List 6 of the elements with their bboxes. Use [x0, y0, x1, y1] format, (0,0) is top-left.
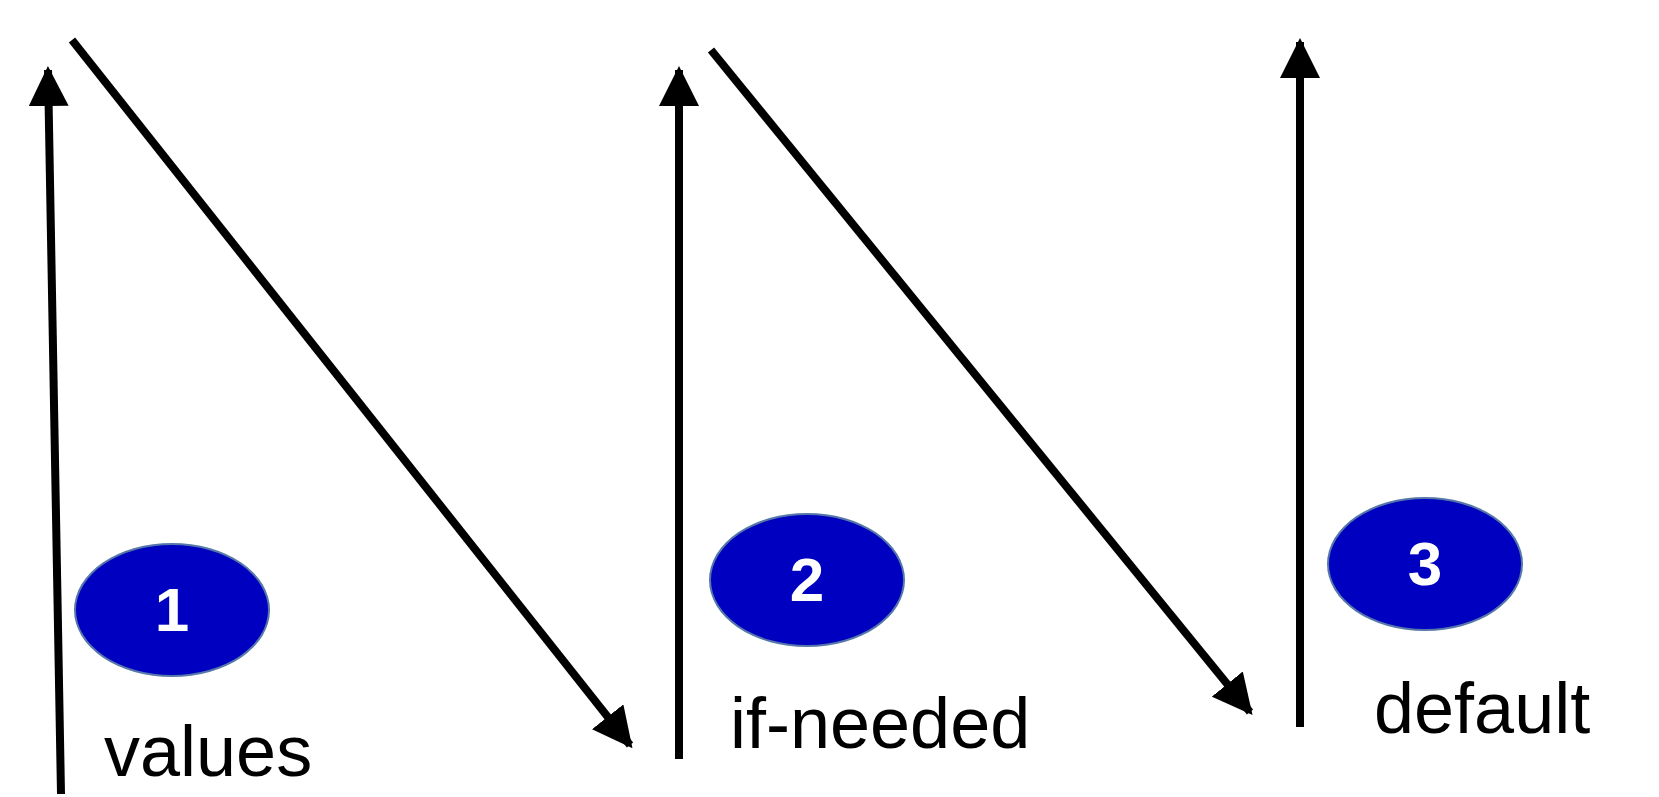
step-number: 2	[789, 549, 825, 611]
step-label: values	[104, 715, 313, 787]
step-label: default	[1374, 672, 1591, 744]
step-label: if-needed	[730, 687, 1031, 759]
step-number: 3	[1407, 533, 1443, 595]
step-number: 1	[154, 579, 190, 641]
